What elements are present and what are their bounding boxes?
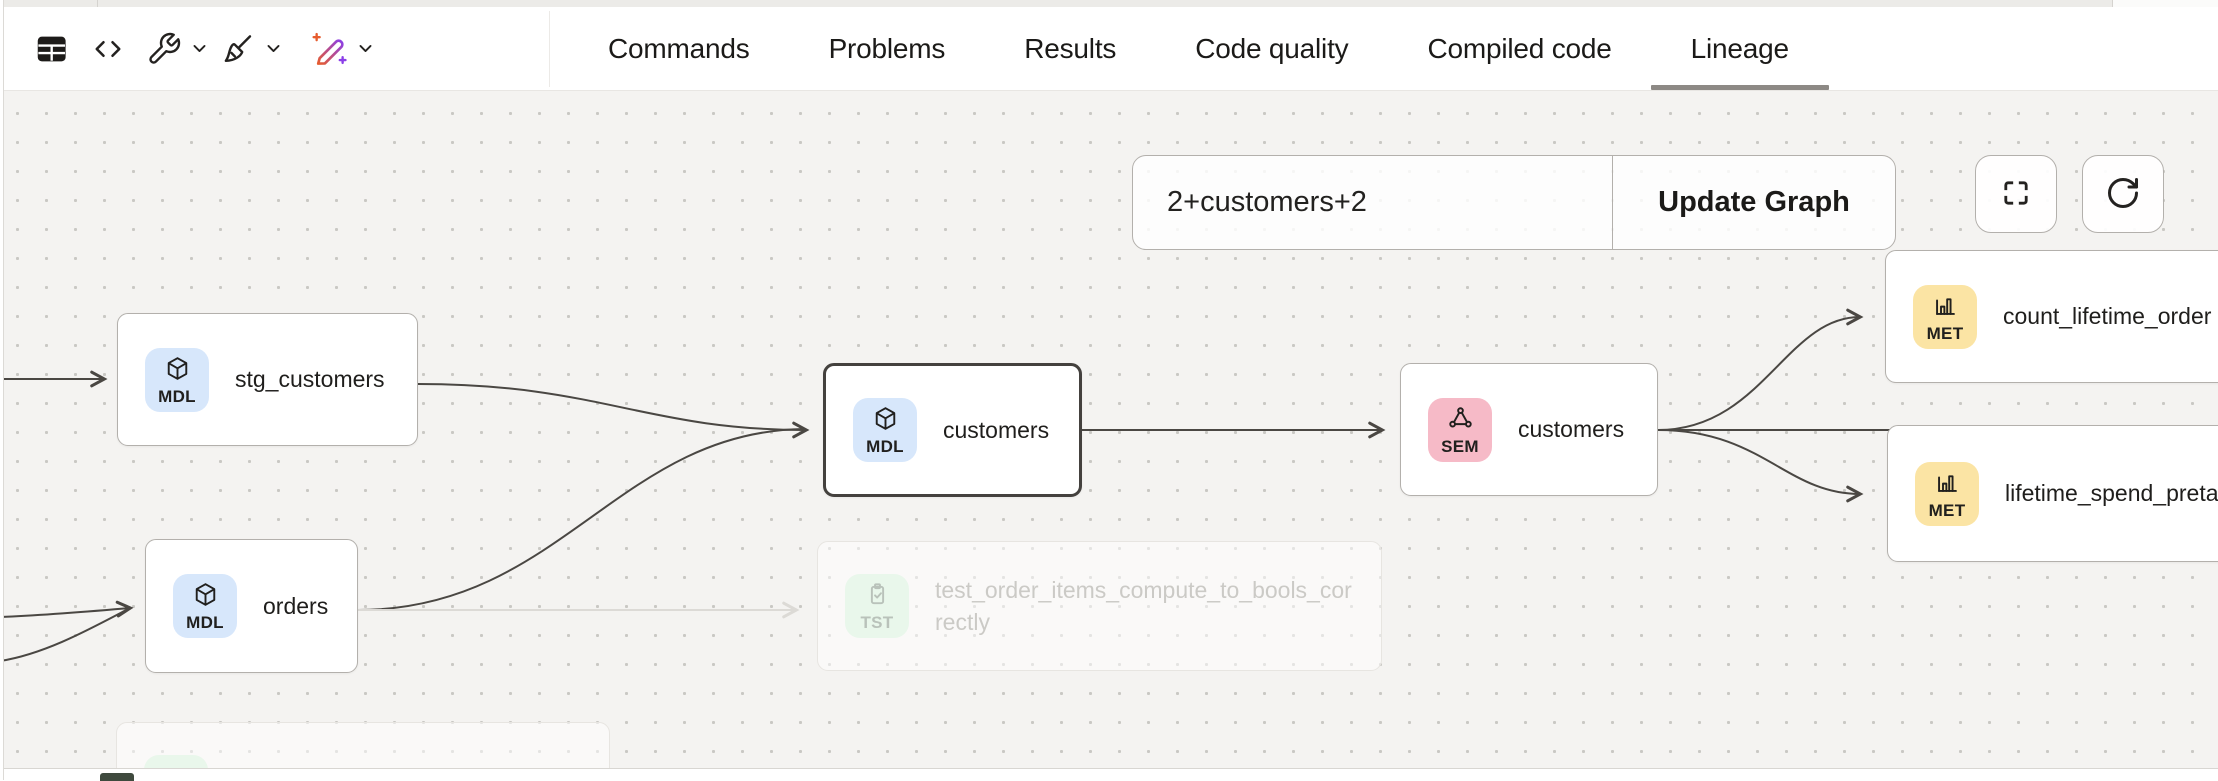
edge-customers_semantic-to-lifetime_spend_preta	[1657, 429, 1864, 503]
node-label: customers	[943, 416, 1050, 443]
edge-customers_semantic-to-count_lifetime_order	[1657, 308, 1864, 431]
badge-type-label: MET	[1928, 500, 1966, 520]
lineage-canvas[interactable]: Update Graph MDLstg_customersMDLordersMD…	[0, 90, 2218, 768]
edge-upstream-left-to-orders	[0, 600, 134, 618]
tab-results[interactable]: Results	[1024, 32, 1117, 64]
code-icon	[90, 31, 126, 67]
code-button[interactable]	[90, 7, 126, 90]
chevron-down-icon[interactable]	[263, 38, 284, 59]
met-badge: MET	[1913, 284, 1977, 349]
chevron-down-icon[interactable]	[189, 38, 210, 59]
node-stg_customers[interactable]: MDL stg_customers	[117, 313, 418, 446]
toolbar-divider	[549, 11, 550, 87]
edge-upstream-left-2-to-orders	[0, 607, 131, 662]
badge-type-label: MDL	[186, 613, 224, 632]
editor-toolbar: Commands Problems Results Code quality Compi…	[0, 7, 2218, 91]
badge-type-label: TST	[860, 613, 894, 632]
node-lifetime_spend_preta[interactable]: MET lifetime_spend_preta	[1887, 425, 2218, 562]
tools-icon	[146, 31, 182, 67]
window-top-strip	[0, 0, 2218, 7]
semantic-graph-icon	[1447, 405, 1474, 437]
node-test_order_items[interactable]: TST test_order_items_compute_to_bools_cor…	[817, 541, 1382, 671]
refresh-icon	[2105, 175, 2141, 214]
tab-code-quality[interactable]: Code quality	[1195, 32, 1349, 64]
node-customers_semantic[interactable]: SEM customers	[1400, 363, 1658, 496]
fit-view-button[interactable]	[1975, 155, 2057, 233]
table-view-button[interactable]	[33, 7, 71, 90]
node-label: orders	[263, 592, 329, 619]
tab-commands[interactable]: Commands	[608, 32, 750, 64]
mdl-badge: MDL	[173, 574, 237, 638]
metric-chart-icon	[1934, 469, 1961, 501]
tab-lineage[interactable]: Lineage	[1650, 7, 1830, 90]
node-label: test_order_items_compute_to_bools_correc…	[935, 576, 1352, 635]
refresh-graph-button[interactable]	[2082, 155, 2164, 233]
cube-icon	[872, 405, 899, 437]
cube-icon	[164, 355, 191, 387]
seed-badge: SEED	[144, 755, 208, 768]
update-graph-button[interactable]: Update Graph	[1612, 156, 1895, 249]
test-clipboard-icon	[864, 581, 891, 613]
chevron-down-icon[interactable]	[355, 38, 376, 59]
node-label: stg_customers	[235, 366, 385, 393]
node-count_lifetime_order[interactable]: MET count_lifetime_order	[1885, 250, 2218, 383]
graph-filter-input[interactable]	[1133, 156, 1612, 249]
table-view-icon	[33, 30, 71, 68]
tab-bar: Commands Problems Results Code quality Compi…	[608, 7, 1830, 90]
node-label: lifetime_spend_preta	[2005, 480, 2218, 507]
badge-type-label: MDL	[158, 386, 196, 406]
edge-orders-to-customers_model	[357, 428, 805, 611]
cleanup-icon	[220, 31, 256, 67]
fullscreen-icon	[1999, 176, 2033, 213]
mdl-badge: MDL	[145, 347, 209, 412]
badge-type-label: MDL	[866, 437, 904, 456]
node-label: count_lifetime_order	[2003, 303, 2212, 330]
mdl-badge: MDL	[853, 398, 917, 462]
node-customers_model[interactable]: MDL customers	[823, 363, 1082, 497]
tst-badge: TST	[845, 574, 909, 638]
tab-compiled-code[interactable]: Compiled code	[1427, 32, 1612, 64]
cleanup-button[interactable]	[220, 7, 284, 90]
met-badge: MET	[1915, 461, 1979, 526]
sem-badge: SEM	[1428, 397, 1492, 462]
bottom-panel-edge	[0, 768, 2218, 781]
edge-stg_customers-to-customers_model	[417, 383, 810, 439]
tools-button[interactable]	[146, 7, 210, 90]
ai-assist-icon	[310, 30, 348, 68]
tab-problems[interactable]: Problems	[828, 32, 946, 64]
metric-chart-icon	[1932, 292, 1959, 324]
badge-type-label: SEM	[1441, 436, 1479, 456]
graph-filter-group: Update Graph	[1132, 155, 1896, 250]
cube-icon	[192, 581, 219, 613]
node-label: customers	[1518, 416, 1625, 443]
clipped-node-fragment	[100, 773, 134, 781]
left-panel-edge	[0, 0, 4, 780]
node-orders[interactable]: MDL orders	[145, 539, 358, 673]
badge-type-label: MET	[1926, 323, 1964, 343]
ai-assist-button[interactable]	[310, 7, 376, 90]
node-partial_bottom_node[interactable]: SEED	[116, 722, 610, 768]
